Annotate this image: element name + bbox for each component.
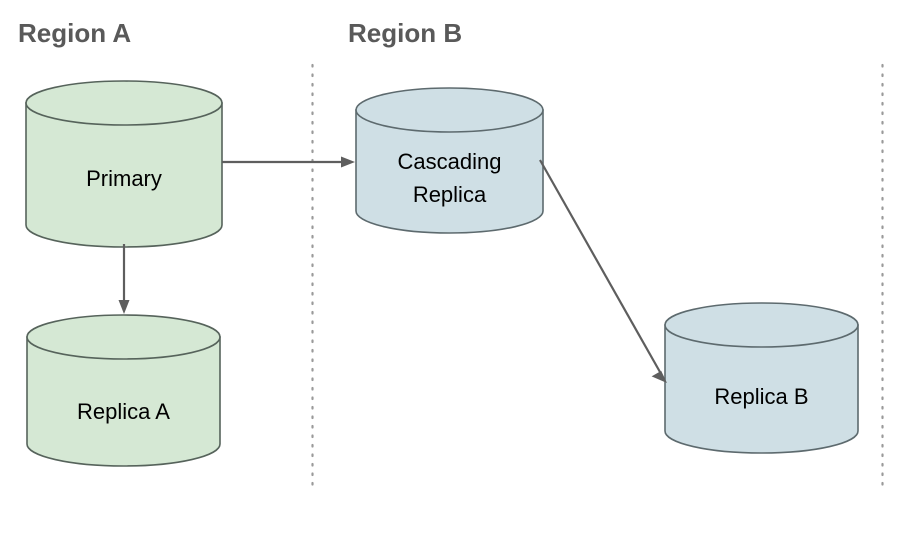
edge-primary-to-replica-a xyxy=(118,244,130,314)
primary-cylinder-body xyxy=(25,102,223,248)
region-label-b: Region B xyxy=(348,18,462,48)
cascading-replica-cylinder-top xyxy=(355,87,544,133)
node-primary[interactable]: Primary xyxy=(25,80,223,248)
replica-a-cylinder-top xyxy=(26,314,221,360)
primary-label: Primary xyxy=(86,166,162,191)
edge-cascading-replica-to-replica-b xyxy=(539,159,667,383)
region-label-a: Region A xyxy=(18,18,131,48)
cascading-replica-label-line1: Cascading xyxy=(398,149,502,174)
replica-b-cylinder-body xyxy=(664,324,859,454)
edge-cascading-to-replica-b-arrowhead xyxy=(651,370,667,383)
edge-primary-to-cascading-arrowhead xyxy=(341,156,355,168)
replica-a-cylinder-body xyxy=(26,336,221,467)
cascading-replica-label-line2: Replica xyxy=(413,182,487,207)
edge-primary-to-replica-a-arrowhead xyxy=(118,300,130,314)
node-replica-a[interactable]: Replica A xyxy=(26,314,221,467)
replica-a-label: Replica A xyxy=(77,399,170,424)
cascading-replica-cylinder-body xyxy=(355,109,544,234)
replica-b-label: Replica B xyxy=(714,384,808,409)
replica-b-cylinder-top xyxy=(664,302,859,348)
node-replica-b[interactable]: Replica B xyxy=(664,302,859,454)
edge-cascading-to-replica-b-line xyxy=(539,159,661,373)
node-cascading-replica[interactable]: Cascading Replica xyxy=(355,87,544,234)
edge-primary-to-cascading-replica xyxy=(222,156,355,168)
primary-cylinder-top xyxy=(25,80,223,126)
